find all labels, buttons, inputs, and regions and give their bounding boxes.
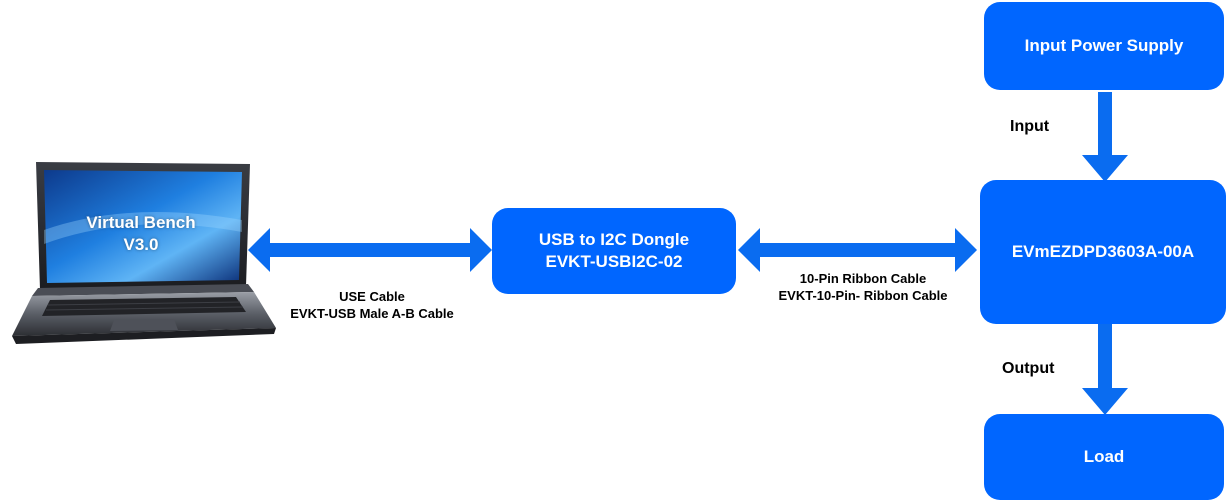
ribbon-cable-arrow <box>738 228 977 272</box>
output-arrow <box>1082 322 1128 415</box>
ribbon-cable-part: EVKT-10-Pin- Ribbon Cable <box>778 288 948 303</box>
laptop-screen-text: Virtual Bench V3.0 <box>66 212 216 256</box>
load-label: Load <box>1083 447 1125 466</box>
laptop-screen-version: V3.0 <box>123 235 159 254</box>
evm-label: EVmEZDPD3603A-00A <box>1011 242 1195 261</box>
usb-cable-part: EVKT-USB Male A-B Cable <box>290 306 454 321</box>
laptop-screen-title: Virtual Bench <box>86 213 196 232</box>
power-supply-block: Input Power Supply <box>984 2 1224 90</box>
ribbon-cable-name: 10-Pin Ribbon Cable <box>799 271 927 286</box>
input-arrow <box>1082 92 1128 182</box>
dongle-block: USB to I2C Dongle EVKT-USBI2C-02 <box>492 208 736 294</box>
ribbon-cable-label: 10-Pin Ribbon Cable EVKT-10-Pin- Ribbon … <box>758 270 968 304</box>
dongle-part-number: EVKT-USBI2C-02 <box>545 252 683 271</box>
laptop-illustration: Virtual Bench V3.0 <box>10 160 278 348</box>
usb-cable-label: USE Cable EVKT-USB Male A-B Cable <box>272 288 472 322</box>
load-block: Load <box>984 414 1224 500</box>
power-supply-label: Input Power Supply <box>1024 36 1184 55</box>
evm-block: EVmEZDPD3603A-00A <box>980 180 1226 324</box>
input-label: Input <box>1010 118 1050 135</box>
output-label: Output <box>1002 360 1055 377</box>
usb-cable-arrow <box>248 228 492 272</box>
laptop-icon <box>12 162 276 344</box>
dongle-title: USB to I2C Dongle <box>538 230 690 249</box>
usb-cable-name: USE Cable <box>339 289 405 304</box>
